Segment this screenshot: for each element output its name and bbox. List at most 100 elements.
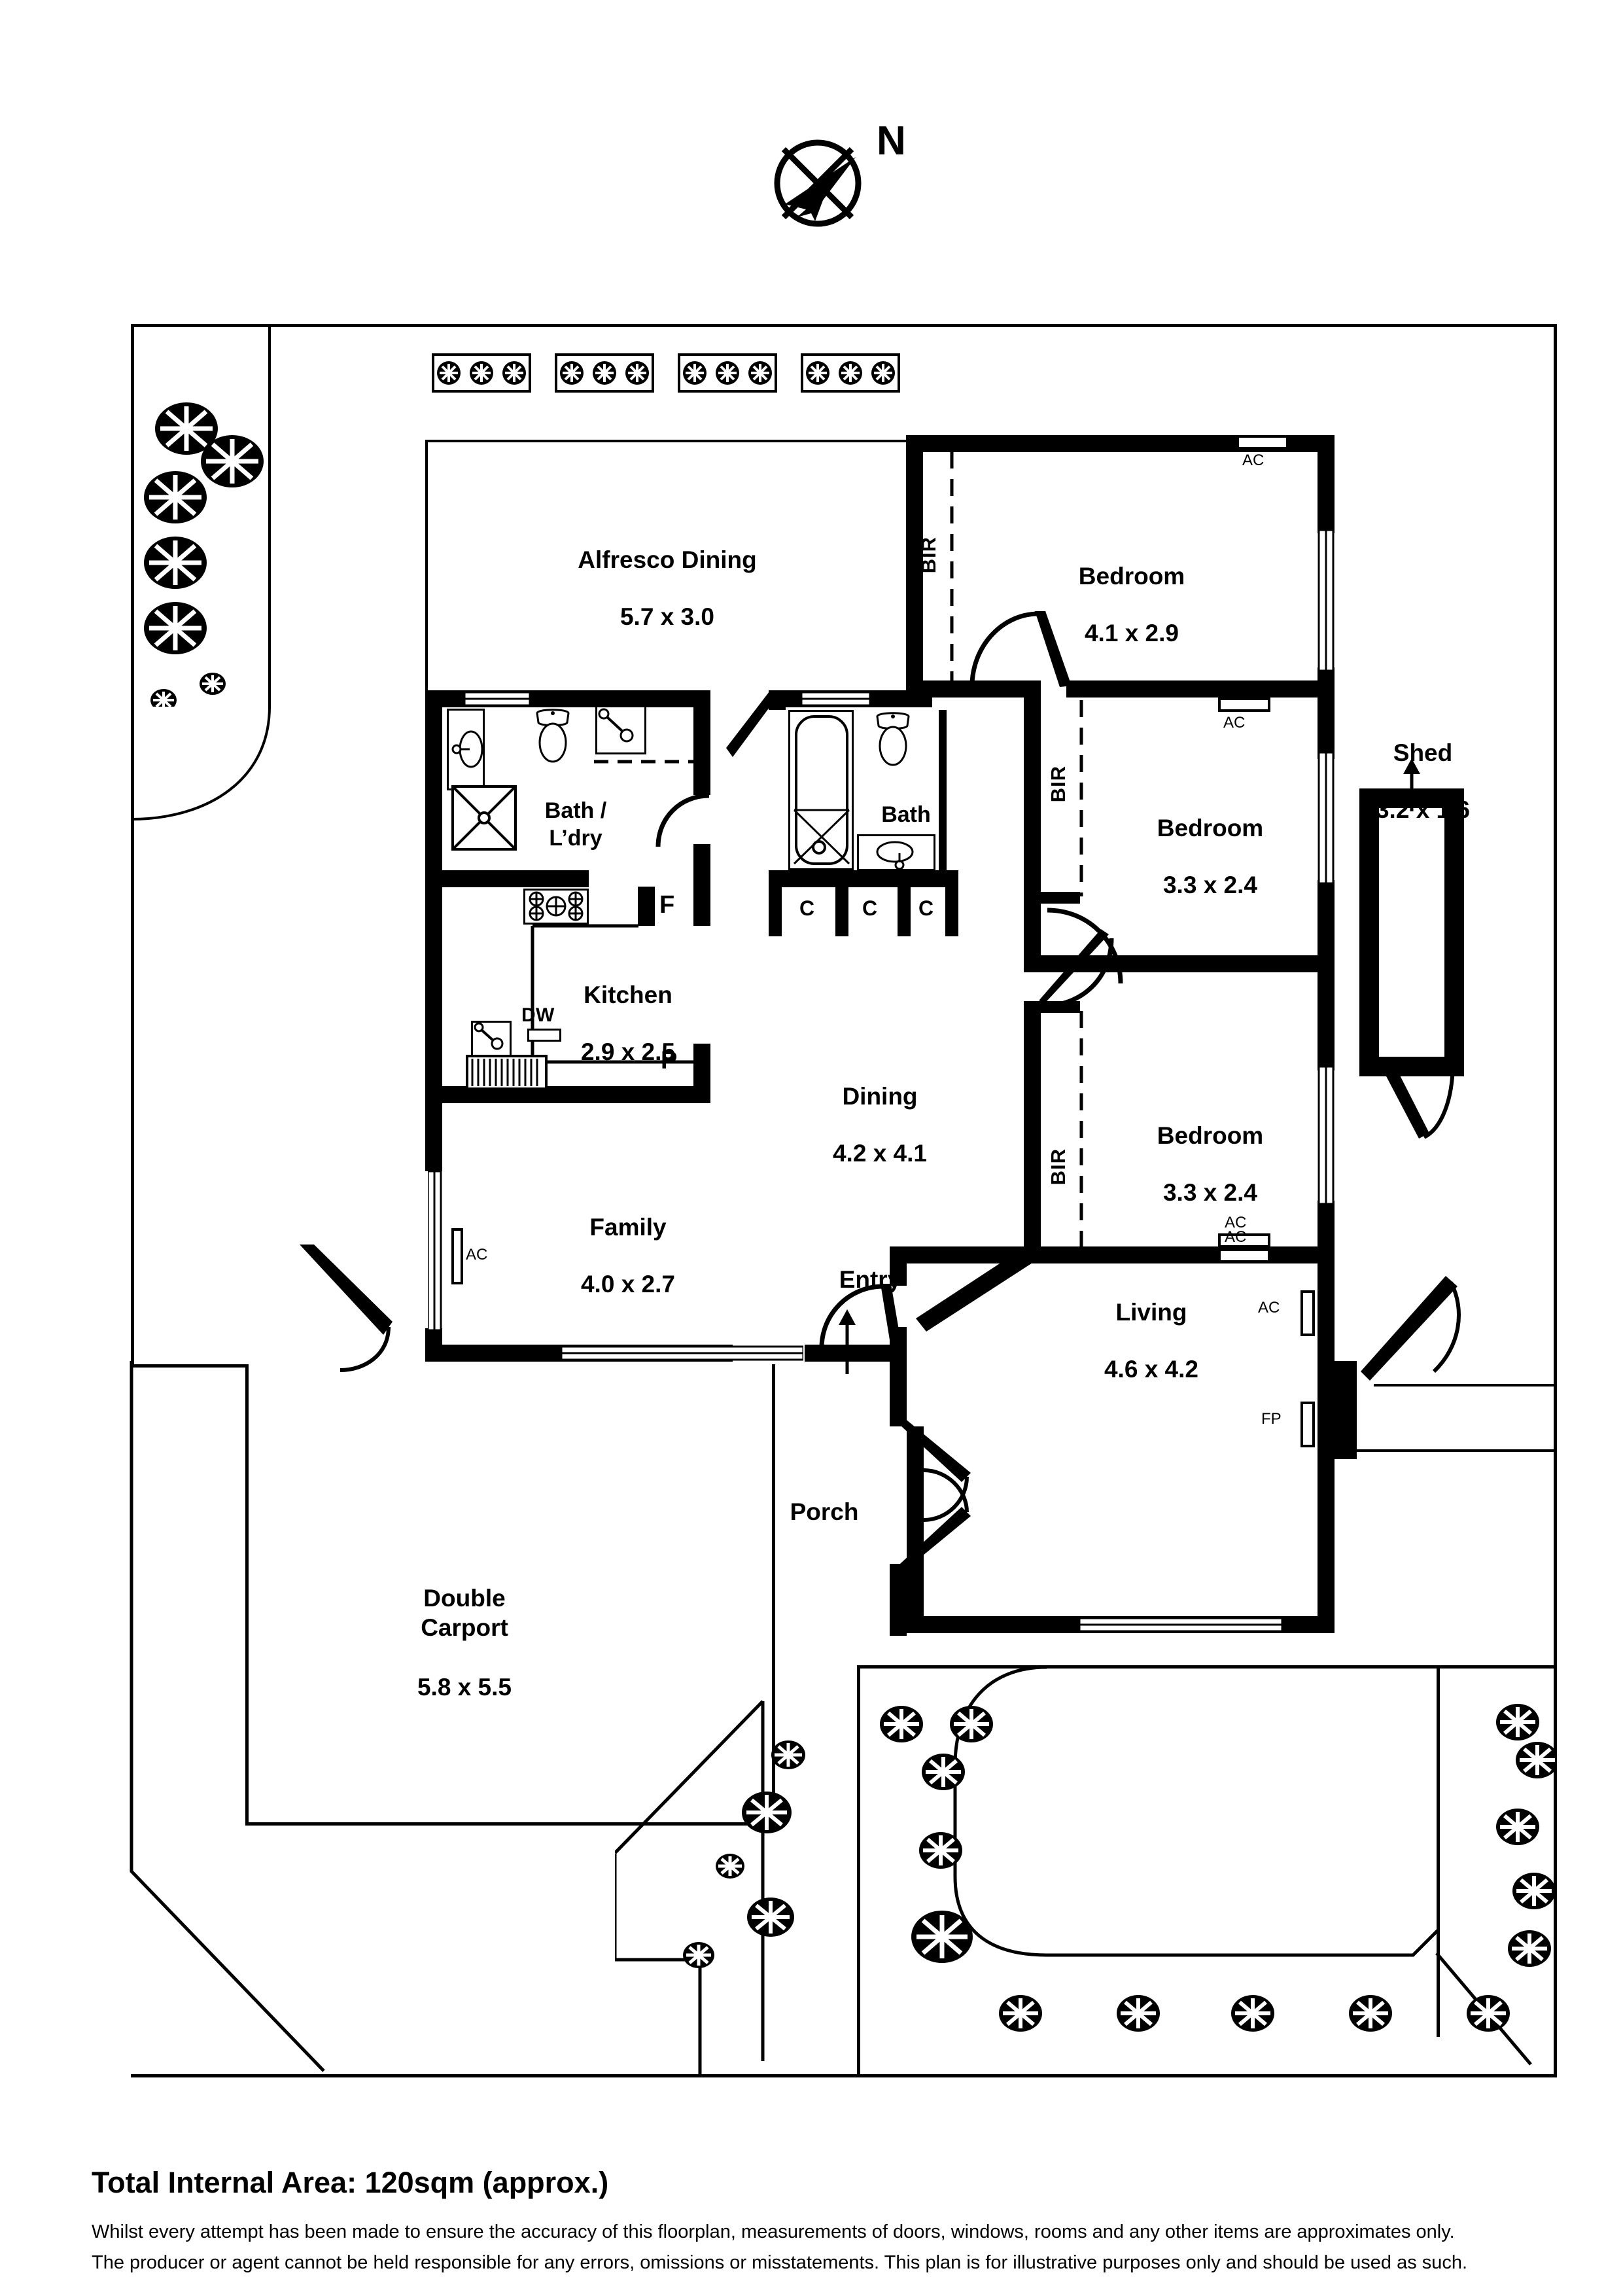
disclaimer-line-1: Whilst every attempt has been made to en… [92,2221,1455,2242]
total-area-text: Total Internal Area: 120sqm (approx.) [92,2166,609,2199]
room-label-bedroom-1: Bedroom 4.1 x 2.9 [1078,562,1185,646]
tree-cluster-front-garden [880,1704,1557,2032]
garden-bed-divider [268,324,271,709]
site-boundary-diagonal-left [130,1361,325,2072]
bathldry-wall-right-a [693,690,710,795]
room-label-alfresco-dining: Alfresco Dining 5.7 x 3.0 [578,546,757,630]
room-label-shed: Shed 3.2 x 1.6 [1375,739,1470,823]
family-ac-label: AC [466,1246,488,1263]
bedroom3-ac-unit [1218,1233,1270,1248]
bath-basin-icon [876,841,914,870]
bedroom2-window [1318,752,1335,883]
kitchen-cooktop-icon [529,891,584,921]
kitchen-wall-right-a [693,887,710,926]
shed-door [1378,1061,1455,1139]
family-wall-left-a [425,1099,442,1171]
exterior-door-left [300,1245,393,1372]
living-ac-unit-2 [1300,1290,1315,1336]
cupboard-div-2 [835,887,848,936]
cupboard-label-1: C [799,896,815,920]
bedroom3-bir-line [1079,1011,1083,1246]
living-fireplace [1300,1402,1315,1447]
front-garden-edge-top [857,1665,1557,1669]
bedroom2-bir-line [1079,700,1083,896]
shed-wall-bottom [1359,1057,1464,1076]
bathldry-wall-left [425,690,442,887]
kitchen-dishwasher-label: DW [521,1004,555,1026]
kitchen-drainer [466,1055,548,1090]
front-path-edges [615,1700,765,2074]
bedroom2-bir-stub [1041,892,1080,904]
entry-wall-left-b [890,1246,907,1286]
bedroom3-door [1039,929,1114,1009]
room-label-kitchen: Kitchen 2.9 x 2.5 [580,981,675,1065]
carport-edge-left [245,1368,249,1826]
disclaimer-line-2: The producer or agent cannot be held res… [92,2252,1468,2273]
bathldry-wall-right-b [693,844,710,887]
kitchen-dishwasher [527,1029,561,1042]
shed-pointer-arrow [1403,758,1420,811]
cupboard-label-2: C [862,896,878,920]
room-label-double-carport: Double Carport 5.8 x 5.5 [417,1585,512,1701]
bathldry-basin-icon [451,730,483,768]
alfresco-wall-top [425,440,909,442]
bedroom3-window [1318,1067,1335,1204]
bedroom3-wall-left [1024,1001,1041,1263]
family-window-left [428,1171,442,1330]
site-boundary-right [1554,324,1557,2077]
family-window-bottom [561,1345,803,1361]
compass-north-label: N [877,118,906,164]
kitchen-wall-left [425,887,442,1099]
bedroom1-wall-right-a [1318,435,1335,533]
cupboard-div-4 [945,887,958,936]
compass-rose: N [746,118,955,249]
tree-cluster-left [144,402,264,707]
bedroom1-ac-label: AC [1242,451,1265,469]
family-ac-unit [451,1228,463,1284]
shed-wall-right [1444,788,1464,1076]
bedroom1-bir-line [950,451,954,680]
front-garden-edge-left [857,1665,860,2074]
bath-wall-bottom [769,870,958,887]
living-ac-unit-1 [1218,1248,1270,1263]
bathldry-bench-line [594,760,702,764]
living-window-bottom [1079,1617,1282,1633]
bathldry-shower-icon [454,788,514,848]
entry-direction-arrow [839,1309,856,1374]
exterior-door-right [1361,1276,1461,1381]
bathldry-tub-tap-icon [598,708,634,743]
porch-wall-b [890,1564,907,1636]
site-boundary-bottom [131,2074,1557,2077]
bedroom2-bir-label: BIR [1047,766,1070,803]
room-label-bath-laundry: Bath / L’dry [544,798,607,851]
bedroom2-ac-label: AC [1223,714,1246,732]
bedroom2-ac-unit [1218,698,1270,712]
shed-wall-left [1359,788,1379,1076]
entry-wall-diagonal [916,1246,1038,1332]
site-boundary-left [131,324,134,1364]
front-lawn-edge-right [1437,1667,1440,2037]
living-fireplace-chimney [1318,1361,1357,1459]
room-label-bath: Bath [881,802,931,828]
front-lawn-outline [953,1667,1439,1957]
room-label-bedroom-2: Bedroom 3.3 x 2.4 [1157,814,1264,898]
living-wall-right-b [1318,1439,1335,1623]
bedroom2-wall-right-a [1318,680,1335,759]
planter-box-row [432,353,900,393]
tree-cluster-path [683,1740,805,1968]
room-label-bedroom-3: Bedroom 3.3 x 2.4 [1157,1122,1264,1206]
living-ac-label-2: AC [1258,1299,1280,1316]
carport-edge-bottom [245,1822,775,1826]
kitchen-wall-fridge-div [638,887,655,926]
kitchen-pantry-label: P [661,1047,678,1074]
cupboard-div-3 [898,887,911,936]
bedroom1-ac-unit [1236,435,1289,450]
cupboard-label-3: C [918,896,934,920]
bathldry-window [464,691,530,707]
bathldry-toilet-icon [536,709,570,763]
room-label-dining: Dining 4.2 x 4.1 [832,1082,927,1167]
living-ac-label-1: AC [1225,1228,1247,1246]
compass-rose-icon [774,139,862,227]
bath-wall-right [939,710,947,874]
